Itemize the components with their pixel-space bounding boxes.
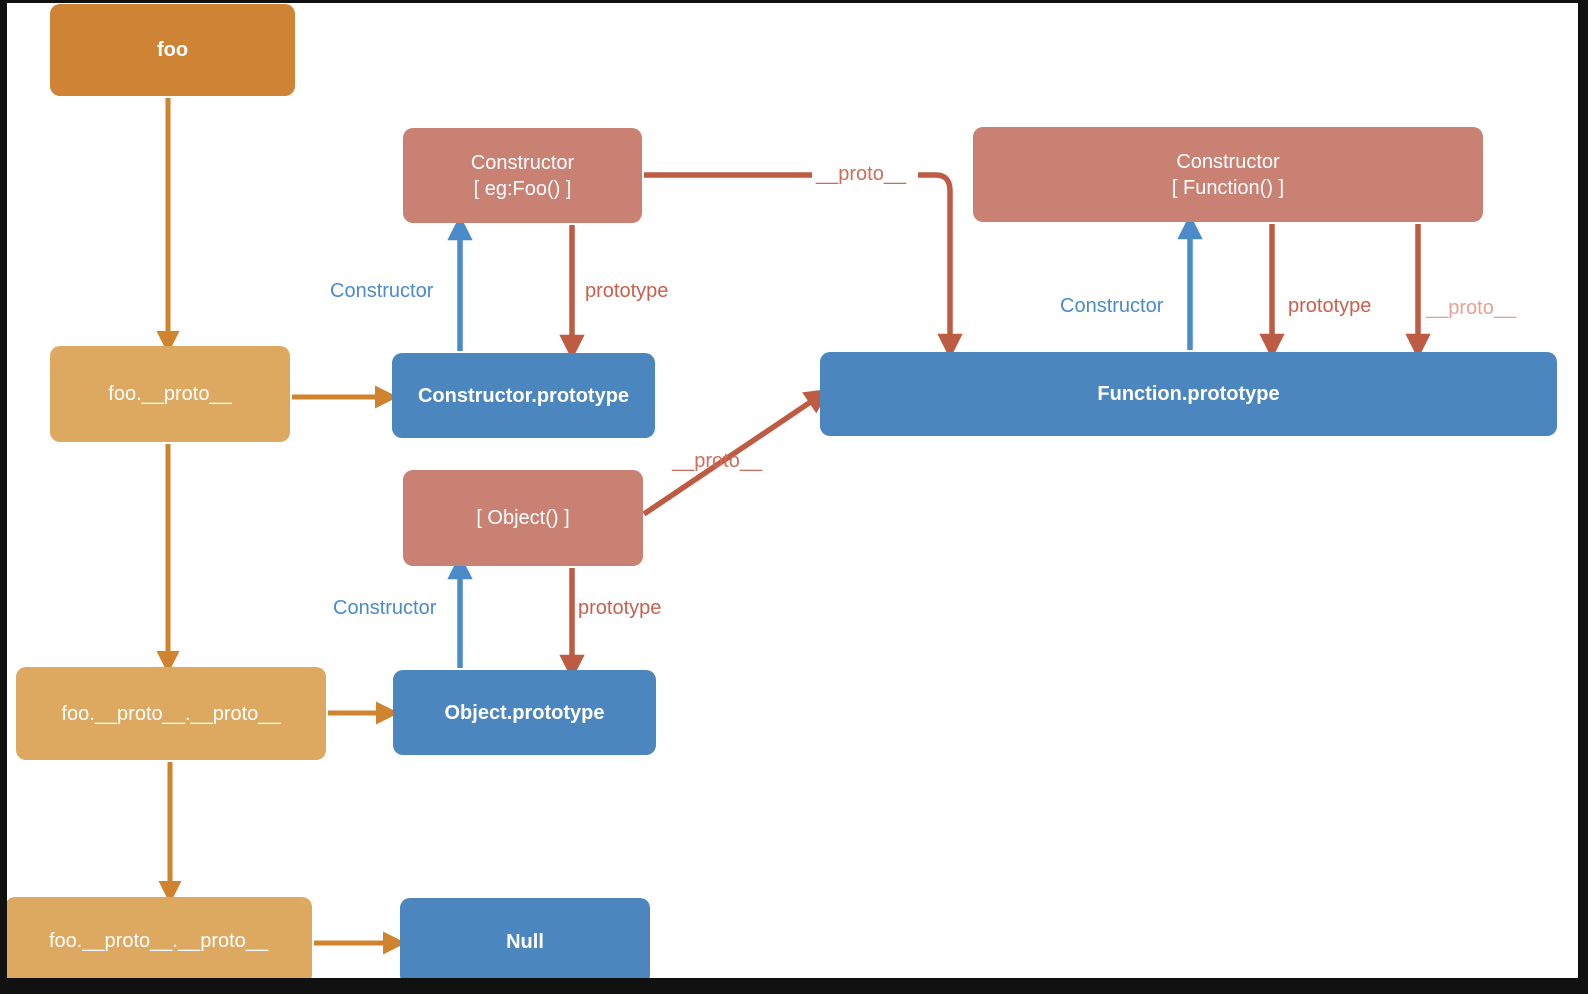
edge-label-prototype-1: prototype	[585, 280, 669, 302]
node-function-prototype-label: Function.prototype	[1097, 383, 1280, 405]
node-constructor-foo-line2: [ eg:Foo() ]	[473, 177, 572, 200]
edge-object-ctor-proto-diagonal	[642, 388, 831, 517]
edge-foo-ctor-proto-segment2	[918, 172, 963, 359]
node-foo-proto-proto: foo.__proto__.__proto__	[16, 667, 326, 760]
node-constructor-prototype: Constructor.prototype	[392, 353, 655, 438]
edge-label-constructor-2: Constructor	[333, 597, 437, 619]
edge-label-prototype-2: prototype	[578, 597, 662, 619]
node-foo-proto-proto-2-label: foo.__proto__.__proto__	[48, 930, 269, 952]
node-object-prototype: Object.prototype	[393, 670, 656, 755]
frame-bottom-border	[0, 978, 1588, 994]
node-constructor-function: Constructor [ Function() ]	[973, 127, 1483, 222]
node-constructor-function-line2: [ Function() ]	[1171, 176, 1285, 199]
node-foo: foo	[50, 4, 295, 96]
node-function-prototype: Function.prototype	[820, 352, 1557, 436]
node-foo-label: foo	[156, 39, 189, 61]
edge-label-proto-diagonal: __proto__	[672, 450, 763, 472]
frame-top-border	[0, 0, 1588, 3]
node-constructor-prototype-label: Constructor.prototype	[417, 384, 630, 407]
node-object-constructor-label: [ Object() ]	[476, 507, 570, 529]
edge-label-proto-right: __proto__	[1426, 297, 1517, 319]
node-null: Null	[400, 898, 650, 985]
node-foo-proto: foo.__proto__	[50, 346, 290, 442]
node-constructor-foo: Constructor [ eg:Foo() ]	[403, 128, 642, 223]
frame-right-border	[1578, 0, 1588, 994]
node-foo-proto-proto-label: foo.__proto__.__proto__	[61, 702, 281, 725]
edge-label-constructor-1: Constructor	[330, 280, 434, 302]
node-object-constructor: [ Object() ]	[403, 470, 643, 566]
node-null-label: Null	[506, 930, 544, 953]
node-foo-proto-label: foo.__proto__	[108, 383, 232, 405]
frame-left-border	[0, 0, 7, 994]
edge-label-prototype-3: prototype	[1288, 295, 1372, 317]
node-constructor-function-line1: Constructor	[1176, 150, 1280, 173]
node-object-prototype-label: Object.prototype	[444, 701, 605, 724]
edge-label-proto-top: __proto__	[816, 163, 907, 185]
node-constructor-foo-line1: Constructor	[470, 151, 575, 174]
node-foo-proto-proto-2: foo.__proto__.__proto__	[5, 897, 312, 985]
edge-label-constructor-3: Constructor	[1060, 295, 1164, 317]
